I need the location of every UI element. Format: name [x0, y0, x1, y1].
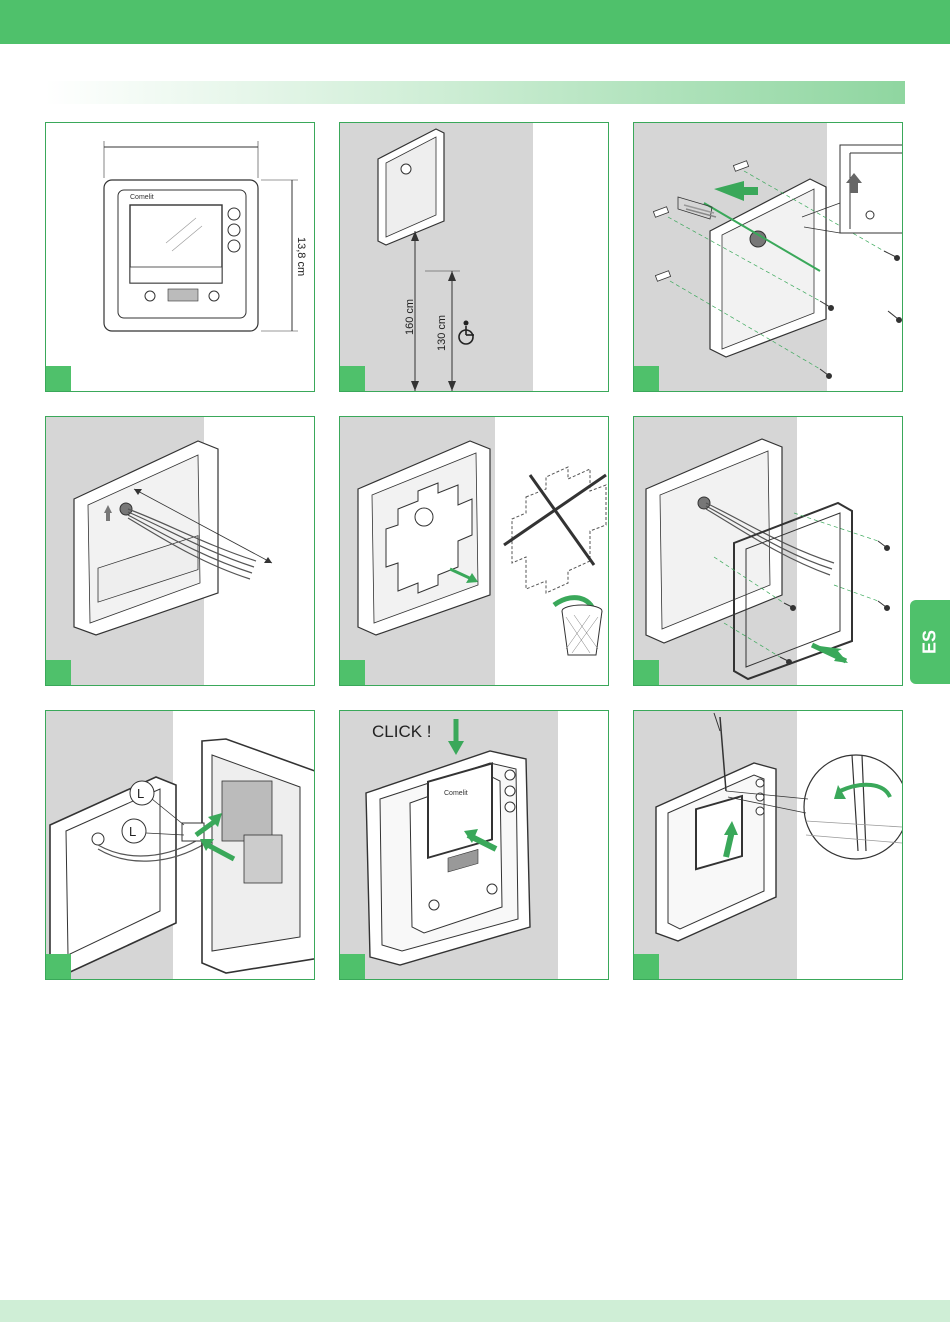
trash-bin-icon: [562, 605, 602, 655]
step-badge: [46, 660, 71, 685]
step-panel-1: Comelit 13,8 cm: [45, 122, 315, 392]
step-panel-5: [339, 416, 609, 686]
step-panel-9: [633, 710, 903, 980]
mounting-height-illustration: 160 cm 130 cm: [340, 123, 609, 392]
height-label-160: 160 cm: [404, 299, 416, 335]
step-panel-8: CLICK ! Comelit: [339, 710, 609, 980]
screwdriver-tighten-illustration: [634, 711, 903, 980]
cables-through-box-illustration: [46, 417, 315, 686]
frame-screws-illustration: [634, 417, 903, 686]
height-dimension-label: 13,8 cm: [295, 237, 307, 276]
step-panel-2: 160 cm 130 cm: [339, 122, 609, 392]
step-badge: [46, 366, 71, 391]
step-badge: [46, 954, 71, 979]
step-panel-4: [45, 416, 315, 686]
step-badge: [634, 954, 659, 979]
section-band: [45, 81, 905, 104]
brand-logo: Comelit: [444, 790, 468, 797]
step-badge: [340, 366, 365, 391]
top-header-bar: [0, 0, 950, 44]
brand-logo: Comelit: [130, 194, 154, 201]
step-badge: [340, 954, 365, 979]
step-panel-7: L L: [45, 710, 315, 980]
step-badge: [634, 660, 659, 685]
step-badge: [634, 366, 659, 391]
connect-terminals-illustration: L L: [46, 711, 315, 980]
remove-cover-illustration: [340, 417, 609, 686]
height-label-130: 130 cm: [436, 315, 448, 351]
terminal-label-l-1: L: [137, 786, 144, 801]
step-panel-6: [633, 416, 903, 686]
language-tab[interactable]: ES: [910, 600, 950, 684]
click-monitor-illustration: CLICK ! Comelit: [340, 711, 609, 980]
terminal-label-l-2: L: [129, 824, 136, 839]
step-panel-3: [633, 122, 903, 392]
language-tab-label: ES: [920, 630, 941, 654]
click-label: CLICK !: [372, 722, 432, 741]
step-badge: [340, 660, 365, 685]
bottom-footer-bar: [0, 1300, 950, 1322]
monitor-dimensions-illustration: Comelit 13,8 cm: [46, 123, 315, 392]
wall-box-screws-illustration: [634, 123, 903, 392]
